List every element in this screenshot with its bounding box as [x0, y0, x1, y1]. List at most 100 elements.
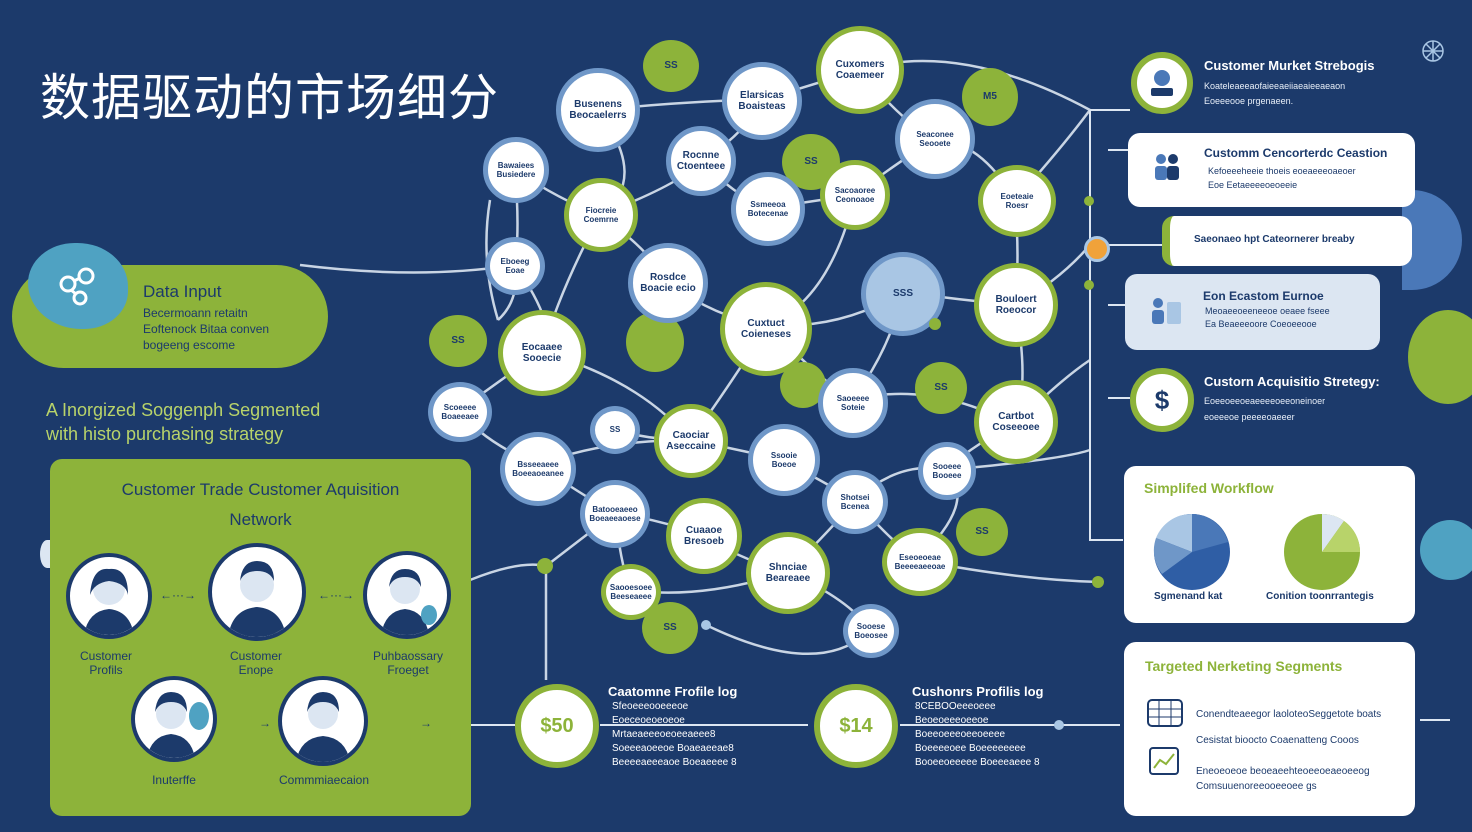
network-node: SS	[642, 602, 698, 654]
profile-log-item: Eoeceoeoeoeoe	[612, 715, 685, 726]
man-avatar-icon	[208, 543, 306, 641]
segment-line: Eneoeoeoe beoeaeehteoeeoeaeoeeog	[1196, 766, 1370, 777]
profile-log-item: Boeeeeoee Boeeeeeeee	[915, 743, 1026, 754]
network-node: Fiocreie Coemrne	[564, 178, 638, 252]
workflow-pie-chart-1	[1152, 512, 1232, 597]
workflow-pie-label: Conition toonrrantegis	[1266, 591, 1374, 602]
network-node: Eocaaee Sooecie	[498, 310, 586, 396]
profile-log-item: Booeeoeeeee Boeeeaeee 8	[915, 757, 1040, 768]
connector-dot	[1084, 280, 1094, 290]
network-node: Seaconee Seooete	[895, 99, 975, 179]
avatar-label: Commmiaecaion	[278, 773, 370, 787]
network-card-title: Customer Trade Customer Aquisition	[121, 480, 400, 499]
right-item-line: Meoaeeoeeneeoe oeaee fseee	[1205, 306, 1330, 316]
avatar-label: Puhbaossary Froeget	[372, 649, 444, 678]
network-node: Bawaiees Busiedere	[483, 137, 549, 203]
connector-dot	[537, 558, 553, 574]
subtitle-line-1: A Inorgized Soggenph Segmented	[46, 400, 321, 420]
dollar-icon: $	[1130, 368, 1194, 432]
segment-line: Conendteaeegor laoloteoSeggetote boats	[1196, 709, 1382, 720]
right-item-title: Customm Cencorterdc Ceastion	[1204, 146, 1388, 160]
right-item-line: Eoeeoeeoeaeeeeoeeoneinoer	[1204, 396, 1326, 406]
avatar-label: Customer Enope	[229, 649, 282, 678]
connector-dot	[929, 318, 941, 330]
network-icon	[28, 243, 128, 329]
grid-globe-icon	[1146, 696, 1184, 735]
profile-log-item: Soeeeaoeeoe Boaeaeeae8	[612, 743, 734, 754]
workflow-panel-title: Simplifed Workflow	[1144, 480, 1274, 496]
right-item-line: eoeeeoe peeeeoaeeer	[1204, 412, 1295, 422]
network-node: Busenens Beocaelerrs	[556, 68, 640, 152]
network-node: Bouloert Roeocor	[974, 263, 1058, 347]
connector-dot	[1084, 236, 1110, 262]
network-node: Saoeeee Soteie	[818, 368, 888, 438]
network-sparkle-icon	[1416, 36, 1450, 66]
network-node: SS	[956, 508, 1008, 556]
network-node: Sacoaoree Ceonoaoe	[820, 160, 890, 230]
customer-network-card: Customer Trade Customer Aquisition Netwo…	[50, 459, 471, 816]
connector-dot	[701, 620, 711, 630]
network-node: Eseoeoeae Beeeeaeeoae	[882, 528, 958, 596]
network-node: Ssooie Boeoe	[748, 424, 820, 496]
chart-board-icon	[1148, 746, 1182, 783]
connector-dot	[1054, 720, 1064, 730]
right-item-card: Eon Ecastom Eurnoe Meoaeeoeeneeoe oeaee …	[1125, 274, 1380, 350]
network-node: SS	[643, 40, 699, 92]
network-node: Sooeee Booeee	[918, 442, 976, 500]
data-input-line: Eoftenock Bitaa conven	[143, 322, 270, 336]
avatar-label: Customer Profils	[79, 649, 132, 678]
right-item-title: Eon Ecastom Eurnoe	[1203, 289, 1324, 303]
right-item-card: Customm Cencorterdc Ceastion Kefoeeeheei…	[1128, 133, 1415, 207]
network-node: Cuxtuct Coieneses	[720, 282, 812, 376]
man-avatar-icon	[278, 676, 368, 766]
network-node: Cuxomers Coaemeer	[816, 26, 904, 114]
right-item-title: Saeonaeo hpt Cateornerer breaby	[1194, 234, 1355, 245]
connector-dot	[1084, 196, 1094, 206]
group-people-icon	[1152, 151, 1182, 190]
network-node: Bsseeaeee Boeeaoeanee	[500, 432, 576, 506]
connector-arrow: ←···→	[160, 588, 196, 602]
network-node: Cuaaoe Bresoeb	[666, 498, 742, 574]
profile-value-badge: $14	[814, 684, 898, 768]
woman-avatar-icon	[66, 553, 152, 639]
network-node: Eboeeg Eoae	[485, 237, 545, 295]
workflow-pie-label: Sgmenand kat	[1154, 591, 1223, 602]
connector-arrow: →	[259, 716, 271, 730]
subtitle-line-2: with histo purchasing strategy	[46, 424, 284, 444]
network-node: Shnciae Beareaee	[746, 532, 830, 614]
data-input-card: Data Input Becermoann retaitn Eoftenock …	[12, 243, 328, 368]
segments-panel-title: Targeted Nerketing Segments	[1145, 658, 1343, 674]
person-phone-avatar-icon	[363, 551, 451, 639]
network-node: SS	[590, 406, 640, 454]
profile-log-item: Beoeoeeeoeeoe	[915, 715, 989, 726]
right-item-line: Eoeeeooe prgenaeen.	[1204, 96, 1294, 106]
network-node: Batooeaeeo Boeaeeaoese	[580, 480, 650, 548]
network-node: Shotsei Bcenea	[822, 470, 888, 534]
segment-line: Cesistat bioocto Coaenatteng Cooos	[1196, 735, 1359, 746]
segments-panel: Targeted Nerketing Segments Conendteaeeg…	[1124, 642, 1415, 816]
data-input-line: Becermoann retaitn	[143, 306, 248, 320]
network-node: SS	[429, 315, 487, 367]
network-node: Eoeteaie Roesr	[978, 165, 1056, 237]
connector-arrow: ←···→	[318, 588, 354, 602]
right-item-line: Kefoeeeheeie thoeis eoeaeeeoaeoer	[1208, 166, 1356, 176]
profile-log-title: Cushonrs Profilis log	[912, 684, 1044, 699]
network-node: Sooese Boeosee	[843, 604, 899, 658]
right-item-line: Eoe Eetaeeeeoeoeeie	[1208, 180, 1298, 190]
profile-log-item: Mrtaeaeeeoeoeeaeee8	[612, 729, 716, 740]
network-node: Rocnne Ctoenteee	[666, 126, 736, 196]
data-input-heading: Data Input	[143, 282, 222, 301]
workflow-panel: Simplifed Workflow Sgmenand kat Conition…	[1124, 466, 1415, 623]
right-item-title: Customer Murket Strebogis	[1204, 58, 1375, 73]
network-node: Scoeeee Boaeeaee	[428, 382, 492, 442]
network-hub-node: SSS	[861, 252, 945, 336]
right-item-card: Saeonaeo hpt Cateornerer breaby	[1162, 216, 1412, 266]
network-card-subtitle: Network	[229, 510, 292, 529]
avatar-label: Inuterffe	[152, 773, 196, 787]
network-node: Ssmeeoa Botecenae	[731, 172, 805, 246]
network-node: M5	[962, 68, 1018, 126]
workflow-pie-chart-2	[1282, 512, 1362, 597]
profile-log-item: Beeeeaeeeaoe Boeaeeee 8	[612, 757, 737, 768]
profile-log-item: Boeeoeeeoeeoeeee	[915, 729, 1006, 740]
